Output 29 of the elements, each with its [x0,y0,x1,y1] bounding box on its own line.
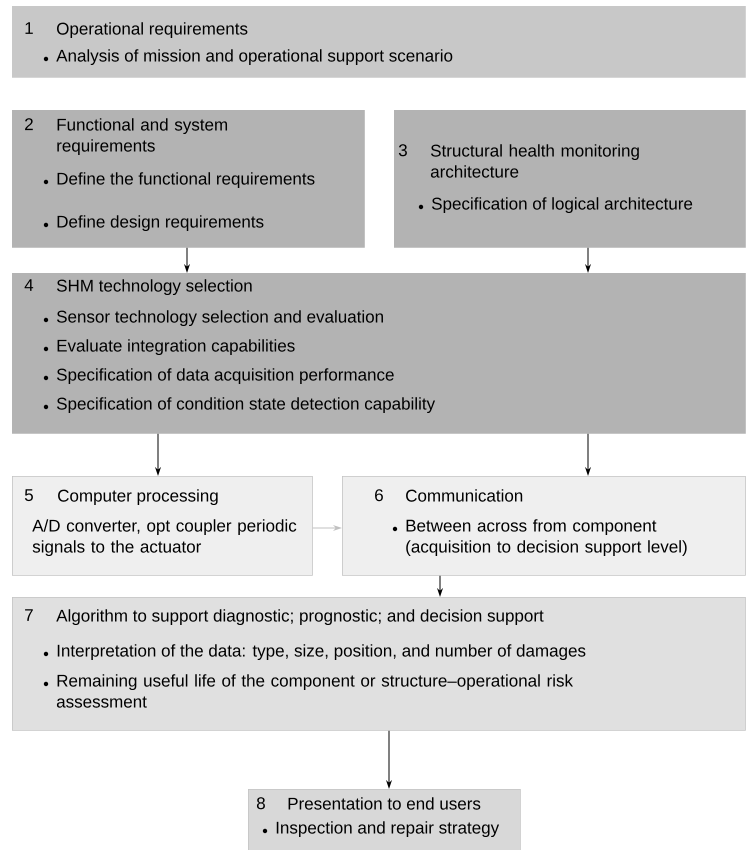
bullet-item: Specification of logical architecture [418,197,692,214]
step-number: 3 [398,144,407,156]
step-number: 8 [256,797,265,810]
step-number: 4 [24,279,34,291]
step-heading: Presentation to end users [288,797,480,810]
step-heading: Structural health monitoring architecture [430,144,639,178]
step-number: 1 [26,22,33,34]
step-number: 7 [25,609,33,621]
step-heading: Operational requirements [57,22,248,38]
bullet-item: Define design requirements [44,215,264,232]
step-number: 2 [25,118,33,130]
bullet-item: Interpretation of the data: type, size, position, and number of damages [44,644,586,660]
step-heading: Algorithm to support diagnostic; prognostic; and decision support [56,609,544,626]
step-text: A/D converter, opt coupler periodic signals to the actuator [32,519,296,556]
step-heading: Computer processing [58,489,218,506]
step-heading: SHM technology selection [56,279,252,296]
bullet-item: Specification of data acquisition performance [44,368,394,384]
bullet-item: Analysis of mission and operational support scenario [44,49,452,66]
step-heading: Functional and system requirements [57,118,228,156]
step-number: 6 [375,489,383,502]
bullet-item: Remaining useful life of the component or structure–operational risk assessment [44,674,574,708]
bullet-item: Sensor technology selection and evaluation [44,310,383,326]
step-number: 5 [24,489,33,502]
bullet-item: Inspection and repair strategy [262,821,500,838]
bullet-item: Specification of condition state detection capability [44,397,436,414]
bullet-item: Define the functional requirements [44,172,314,188]
step-heading: Communication [406,489,522,502]
bullet-item: Between across from component (acquisition to decision support level) [392,519,687,556]
bullet-item: Evaluate integration capabilities [44,339,295,356]
